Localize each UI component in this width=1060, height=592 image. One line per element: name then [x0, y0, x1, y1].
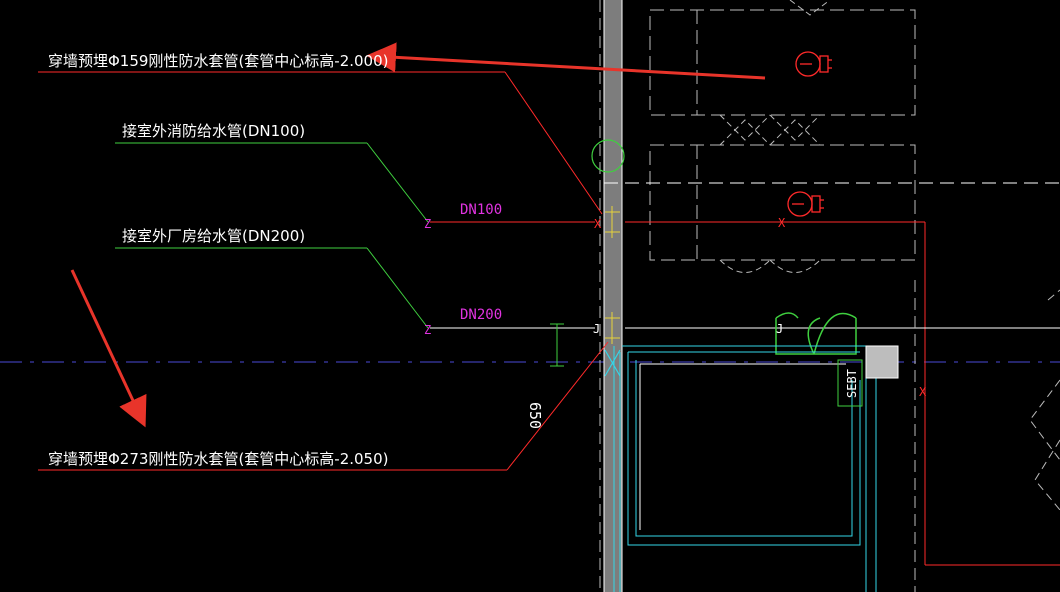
- red-arrow-down-icon: [70, 269, 147, 428]
- marker-x-wall: X: [594, 217, 602, 231]
- tank-inner-edge: [639, 363, 846, 530]
- wall-section: [603, 0, 623, 592]
- door-swing-arcs: [719, 0, 831, 273]
- annotation-fire-pipe: 接室外消防给水管(DN100): [122, 122, 305, 140]
- label-dn200: DN200: [460, 307, 502, 323]
- sebt-box-fill: [865, 345, 899, 379]
- label-dn100: DN100: [460, 202, 502, 218]
- upper-equipment-outlines: [649, 9, 916, 261]
- sleeve-cross-icon: [604, 349, 621, 377]
- marker-x-pump: X: [778, 216, 786, 230]
- marker-j-wall: J: [593, 322, 600, 336]
- annotation-bottom-sleeve: 穿墙预埋Φ273刚性防水套管(套管中心标高-2.050): [48, 450, 389, 468]
- sebt-label: SEBT: [845, 369, 859, 398]
- annotation-top-sleeve: 穿墙预埋Φ159刚性防水套管(套管中心标高-2.000): [48, 52, 389, 70]
- fire-water-pipe: [430, 221, 1060, 566]
- leader-top-sleeve: [38, 71, 603, 215]
- wall-sleeve-marks: [605, 206, 620, 344]
- leader-bottom-sleeve: [38, 341, 609, 471]
- marker-z-bottom: Z: [424, 323, 431, 337]
- dimension-650: [550, 323, 564, 367]
- gate-valve-icon: [775, 312, 857, 355]
- sleeve-circle: [591, 139, 625, 173]
- leader-plant-pipe: [115, 247, 429, 329]
- marker-j-valve: J: [776, 322, 783, 336]
- annotation-plant-pipe: 接室外厂房给水管(DN200): [122, 227, 305, 245]
- pump-icon-top: [795, 51, 832, 77]
- red-arrow-left-icon: [366, 42, 766, 80]
- water-tank-outline: [613, 345, 877, 592]
- pump-icon-middle: [787, 191, 824, 217]
- marker-z-top: Z: [424, 217, 431, 231]
- leader-fire-pipe: [115, 142, 429, 223]
- dimension-value: 650: [526, 402, 544, 429]
- marker-x-riser: X: [919, 385, 927, 399]
- right-edge-outlines: [1029, 289, 1060, 511]
- sebt-label-frame: [837, 359, 863, 407]
